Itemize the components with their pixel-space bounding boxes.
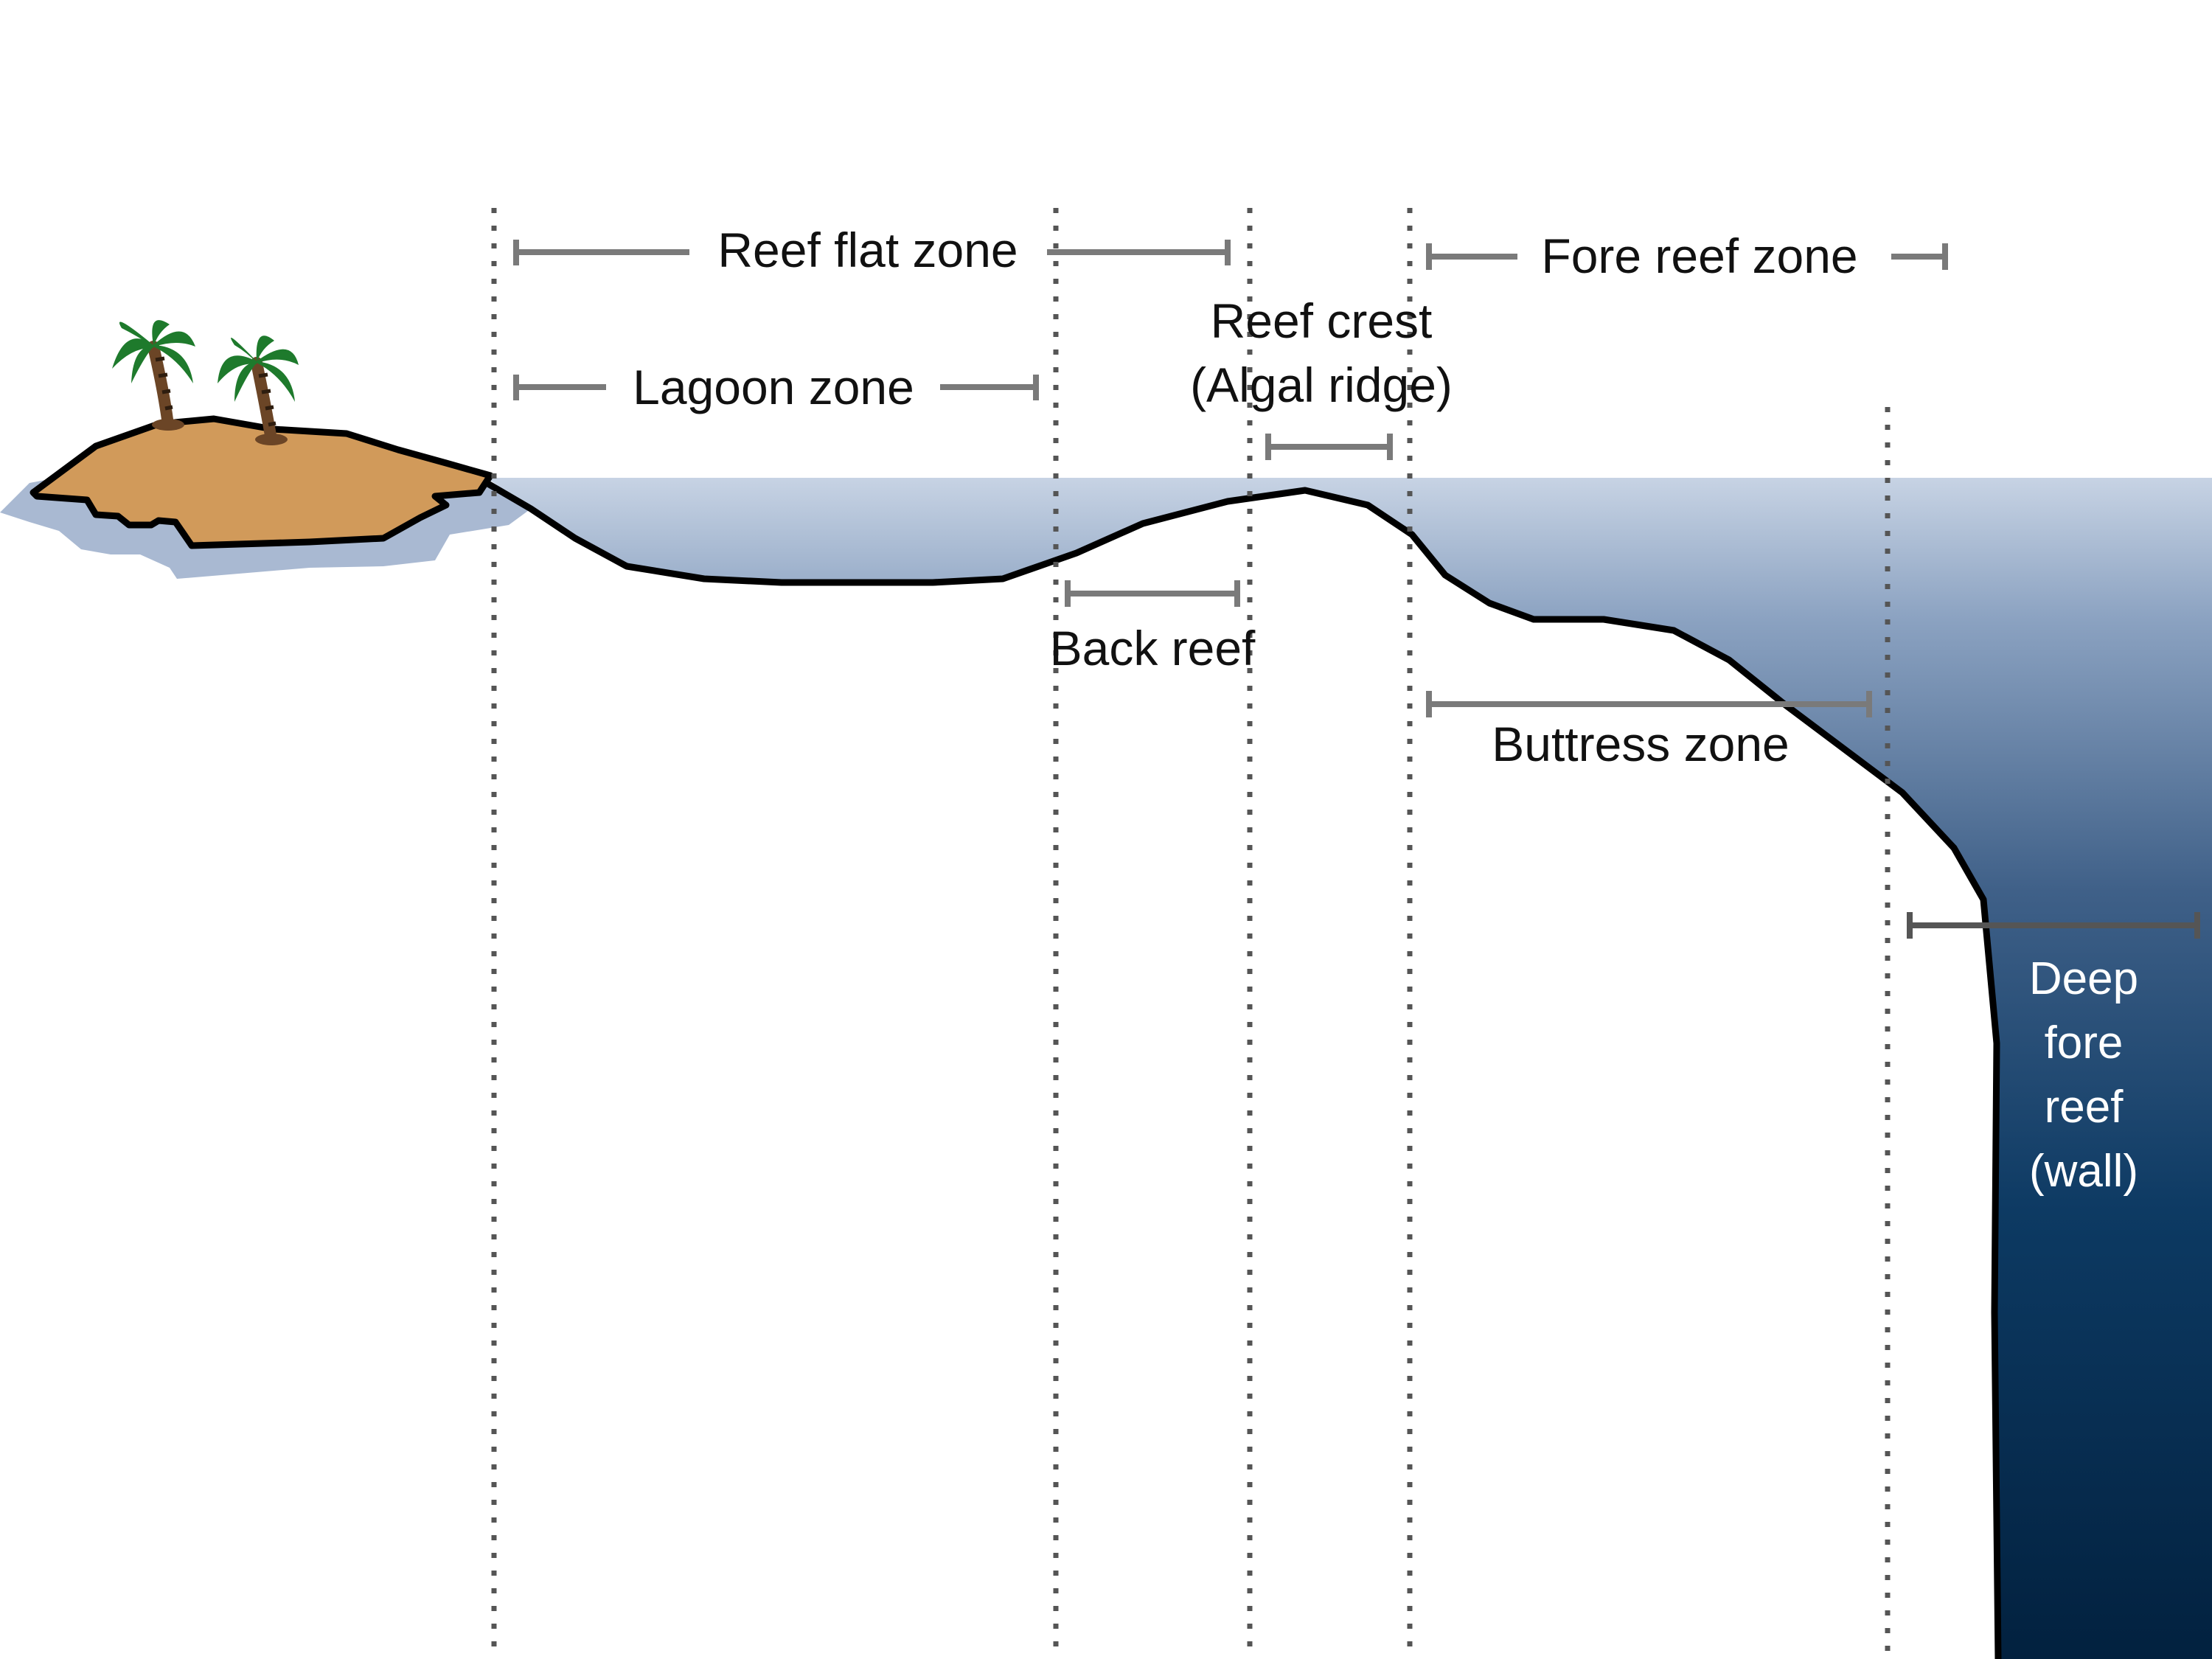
deep-fore-reef-line-3: reef [2045, 1082, 2124, 1133]
reef-profile [484, 480, 2002, 1659]
reef-crest-bracket [1265, 434, 1393, 460]
palm-tree-icon [218, 335, 299, 445]
fore-reef-zone-label: Fore reef zone [1541, 229, 1857, 283]
back-reef-bracket [1065, 580, 1240, 607]
reef-flat-bracket: Reef flat zone [513, 223, 1231, 277]
algal-ridge-label: (Algal ridge) [1190, 358, 1453, 412]
buttress-bracket [1426, 691, 1872, 717]
deep-fore-reef-line-4: (wall) [2029, 1146, 2138, 1197]
buttress-zone-label: Buttress zone [1492, 717, 1790, 771]
deep-fore-reef-label: Deep fore reef (wall) [2029, 953, 2138, 1197]
palm-tree-icon [112, 320, 195, 431]
lagoon-bracket: Lagoon zone [513, 360, 1039, 414]
reef-flat-zone-label: Reef flat zone [717, 223, 1018, 277]
deep-fore-reef-line-1: Deep [2029, 953, 2138, 1004]
lagoon-zone-label: Lagoon zone [633, 360, 914, 414]
back-reef-label: Back reef [1050, 621, 1256, 675]
deep-fore-reef-line-2: fore [2045, 1018, 2124, 1068]
reef-crest-label: Reef crest [1211, 293, 1433, 348]
seawater [487, 478, 2212, 1659]
fore-reef-bracket: Fore reef zone [1426, 229, 1948, 283]
deep-fore-reef-bracket [1907, 912, 2200, 939]
